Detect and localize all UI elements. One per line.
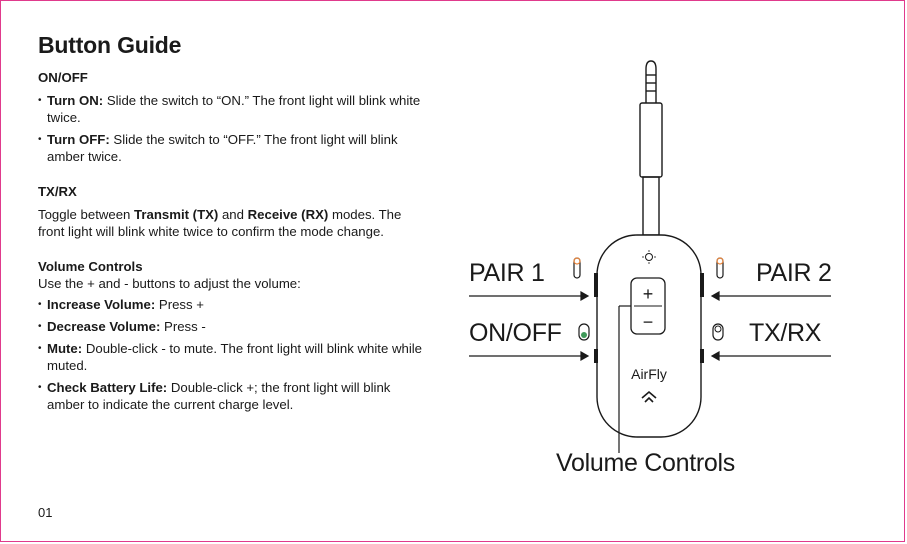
device-illustration: + − AirFly xyxy=(469,60,831,453)
instructions-column: ON/OFF Turn ON: Slide the switch to “ON.… xyxy=(38,69,423,431)
section-onoff: ON/OFF Turn ON: Slide the switch to “ON.… xyxy=(38,69,423,165)
list-item-term: Turn OFF: xyxy=(47,132,110,147)
airfly-logo-icon xyxy=(641,390,657,403)
txrx-body-post: modes. The front light will blink white … xyxy=(38,207,402,239)
label-volume-controls: Volume Controls xyxy=(556,449,735,477)
txrx-term-receive: Receive (RX) xyxy=(247,207,329,222)
volume-plus-symbol: + xyxy=(643,284,654,304)
list-item: Check Battery Life: Double-click +; the … xyxy=(38,379,423,413)
volume-list: Increase Volume: Press + Decrease Volume… xyxy=(38,296,423,413)
label-onoff: ON/OFF xyxy=(469,319,562,347)
page-number: 01 xyxy=(38,505,53,520)
label-pair2: PAIR 2 xyxy=(756,259,832,287)
list-item-text: Press + xyxy=(155,297,204,312)
pair1-side-button xyxy=(594,273,598,297)
txrx-term-transmit: Transmit (TX) xyxy=(134,207,219,222)
pair1-light-icon xyxy=(573,257,581,279)
list-item-text: Double-click +; the front light will bli… xyxy=(47,380,391,412)
list-item-term: Check Battery Life: xyxy=(47,380,168,395)
list-item-text: Press - xyxy=(160,319,206,334)
list-item: Increase Volume: Press + xyxy=(38,296,423,313)
section-volume: Volume Controls Use the + and - buttons … xyxy=(38,258,423,413)
device-diagram: + − AirFly PAIR 1 PAIR 2 ON/OFF TX/RX Vo… xyxy=(441,41,861,481)
onoff-side-switch xyxy=(594,349,598,363)
list-item-text: Double-click - to mute. The front light … xyxy=(47,341,423,373)
list-item: Mute: Double-click - to mute. The front … xyxy=(38,340,423,374)
list-item-term: Mute: xyxy=(47,341,83,356)
brand-logo-text: AirFly xyxy=(631,366,667,382)
pair2-light-icon xyxy=(716,257,724,279)
label-txrx: TX/RX xyxy=(749,319,822,347)
list-item: Turn OFF: Slide the switch to “OFF.” The… xyxy=(38,131,423,165)
onoff-list: Turn ON: Slide the switch to “ON.” The f… xyxy=(38,92,423,165)
list-item-term: Turn ON: xyxy=(47,93,104,108)
pair2-side-button xyxy=(700,273,704,297)
list-item: Turn ON: Slide the switch to “ON.” The f… xyxy=(38,92,423,126)
page-title: Button Guide xyxy=(38,32,182,58)
txrx-body-pre: Toggle between xyxy=(38,207,135,222)
list-item-text: Slide the switch to “OFF.” The front lig… xyxy=(47,132,398,164)
led-indicator-icon xyxy=(642,250,656,264)
list-item-term: Increase Volume: xyxy=(47,297,156,312)
txrx-switch-icon xyxy=(712,323,724,341)
volume-intro: Use the + and - buttons to adjust the vo… xyxy=(38,276,301,291)
section-heading-volume: Volume Controls xyxy=(38,259,143,274)
section-heading-txrx: TX/RX xyxy=(38,184,77,199)
txrx-body-mid: and xyxy=(218,207,248,222)
section-txrx: TX/RX Toggle between Transmit (TX) and R… xyxy=(38,183,423,240)
list-item: Decrease Volume: Press - xyxy=(38,318,423,335)
headphone-jack-icon xyxy=(639,60,663,236)
label-pair1: PAIR 1 xyxy=(469,259,545,287)
onoff-switch-icon xyxy=(578,323,590,341)
section-heading-onoff: ON/OFF xyxy=(38,70,88,85)
txrx-side-switch xyxy=(700,349,704,363)
txrx-body: Toggle between Transmit (TX) and Receive… xyxy=(38,206,423,240)
list-item-text: Slide the switch to “ON.” The front ligh… xyxy=(47,93,421,125)
volume-minus-symbol: − xyxy=(643,312,654,332)
list-item-term: Decrease Volume: xyxy=(47,319,161,334)
device-body xyxy=(596,234,702,438)
